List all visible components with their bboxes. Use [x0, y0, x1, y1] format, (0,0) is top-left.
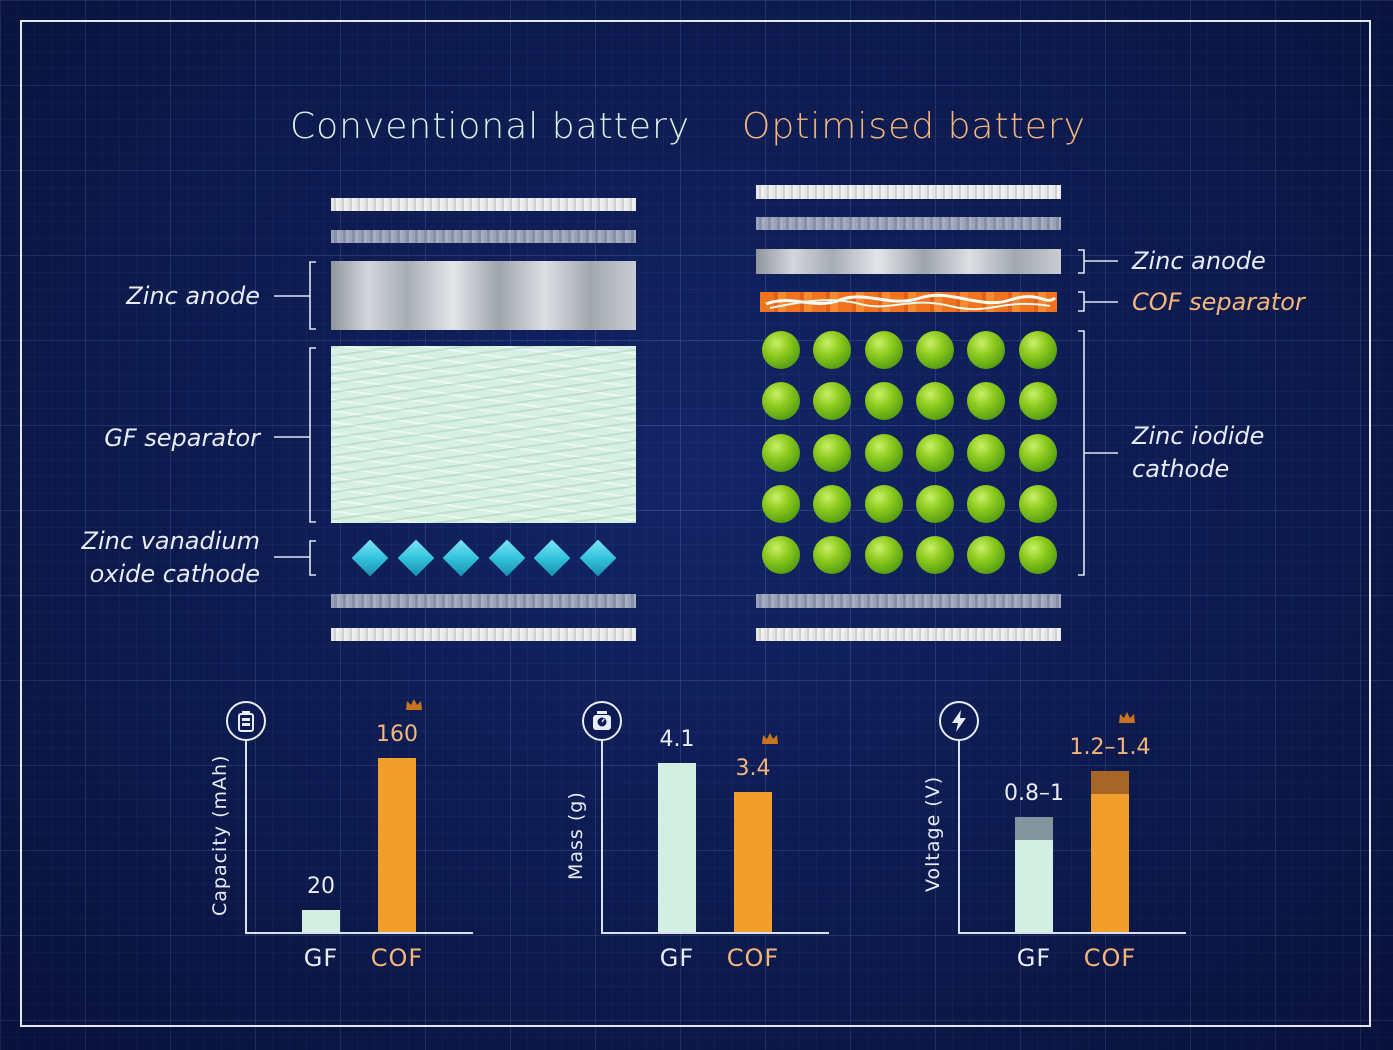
category-label: COF: [370, 944, 424, 972]
value-label: 0.8–1: [1004, 780, 1064, 806]
x-axis: [601, 932, 829, 934]
y-axis-label: Capacity (mAh): [209, 754, 231, 916]
bar-range-gf: [1015, 816, 1053, 840]
iodide-particle: [864, 484, 903, 523]
value-label: 3.4: [735, 755, 771, 781]
x-axis: [245, 932, 473, 934]
iodide-particle: [1018, 331, 1057, 369]
iodide-particle: [813, 484, 852, 523]
crown-icon: [761, 730, 779, 749]
iodide-particle: [762, 382, 800, 421]
iodide-particle: [1018, 382, 1057, 421]
casing-bottom-opt: [756, 594, 1061, 608]
label-cathode-right-line1: Zinc iodide: [1132, 422, 1265, 450]
cof-fibers: [765, 293, 1056, 311]
iodide-particle: [864, 382, 903, 421]
iodide-particle: [915, 484, 954, 523]
value-label: 20: [307, 874, 335, 900]
label-cof-separator: COF separator: [1132, 288, 1305, 316]
title-conventional: Conventional battery: [290, 106, 691, 147]
bar-gf: [302, 910, 340, 932]
iodide-particle: [967, 382, 1006, 421]
iodide-particle: [762, 536, 800, 575]
bar-cof: [1091, 793, 1129, 932]
current-collector-bottom: [331, 628, 636, 641]
bar-gf: [1015, 839, 1053, 932]
value-label: 160: [376, 722, 418, 748]
zinc-anode-conventional: [331, 261, 636, 330]
iodide-particle: [762, 331, 800, 369]
label-cathode-right-line2: cathode: [1132, 455, 1230, 483]
label-cathode-left-line1: Zinc vanadium: [81, 527, 260, 555]
category-label: GF: [1016, 944, 1052, 972]
value-label: 1.2–1.4: [1069, 734, 1151, 760]
iodide-particle: [1018, 433, 1057, 472]
iodide-particle: [864, 433, 903, 472]
y-axis: [245, 740, 247, 932]
title-optimised: Optimised battery: [742, 106, 1086, 147]
cof-separator: [760, 292, 1057, 312]
iodide-particle: [813, 331, 852, 369]
y-axis-label: Voltage (V): [922, 775, 944, 892]
iodide-particle: [762, 484, 800, 523]
iodide-particle: [864, 331, 903, 369]
category-label: COF: [726, 944, 780, 972]
current-collector-top: [331, 198, 636, 211]
iodide-particle: [762, 433, 800, 472]
iodide-particle: [915, 382, 954, 421]
iodide-particle: [813, 433, 852, 472]
y-axis: [601, 740, 603, 932]
iodide-particle: [967, 331, 1006, 369]
iodide-particle: [967, 484, 1006, 523]
bar-gf: [658, 762, 696, 932]
value-label: 4.1: [659, 726, 695, 752]
label-zinc-anode-right: Zinc anode: [1132, 247, 1266, 275]
category-label: COF: [1083, 944, 1137, 972]
iodide-particle: [915, 331, 954, 369]
scale-icon: [582, 701, 622, 741]
y-axis: [958, 740, 960, 932]
iodide-particle: [813, 536, 852, 575]
gf-separator: [331, 346, 636, 523]
iodide-particle: [915, 433, 954, 472]
casing-bottom: [331, 594, 636, 608]
current-collector-top-opt: [756, 185, 1061, 199]
casing-top: [331, 230, 636, 243]
crown-icon: [1118, 709, 1136, 728]
y-axis-label: Mass (g): [565, 791, 587, 880]
iodide-particle: [813, 382, 852, 421]
iodide-particle: [915, 536, 954, 575]
bar-range-cof: [1091, 770, 1129, 794]
iodide-particle: [967, 433, 1006, 472]
current-collector-bottom-opt: [756, 628, 1061, 641]
x-axis: [958, 932, 1186, 934]
bar-cof: [734, 791, 772, 932]
iodide-particle: [1018, 536, 1057, 575]
category-label: GF: [303, 944, 339, 972]
category-label: GF: [659, 944, 695, 972]
frame-border: [20, 20, 1371, 1027]
iodide-particle: [1018, 484, 1057, 523]
lightning-icon: [939, 701, 979, 741]
casing-top-opt: [756, 217, 1061, 230]
crown-icon: [405, 696, 423, 715]
bar-cof: [378, 758, 416, 932]
iodide-particle: [864, 536, 903, 575]
zinc-anode-optimised: [756, 249, 1061, 274]
label-zinc-anode-left: Zinc anode: [126, 282, 260, 310]
label-cathode-left-line2: oxide cathode: [89, 560, 260, 588]
battery-icon: [226, 701, 266, 741]
iodide-particle: [967, 536, 1006, 575]
label-gf-separator: GF separator: [104, 424, 260, 452]
